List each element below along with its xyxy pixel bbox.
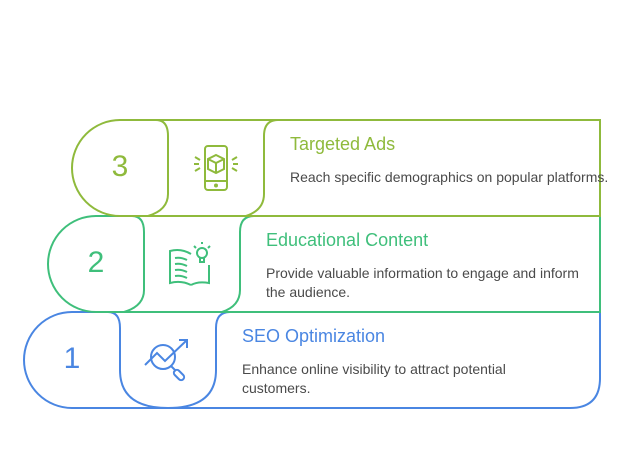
step-number-1: 1 xyxy=(63,342,81,375)
step-description-2: Provide valuable information to engage a… xyxy=(266,265,579,300)
step-description-1: Enhance online visibility to attract pot… xyxy=(242,361,506,396)
band-1-outline xyxy=(23,311,601,410)
step-title-2: Educational Content xyxy=(266,230,429,250)
step-description-3: Reach specific demographics on popular p… xyxy=(290,169,609,185)
book-lightbulb-icon xyxy=(169,242,211,286)
search-trend-icon xyxy=(144,339,188,382)
band-2-outline xyxy=(47,215,601,313)
step-title-1: SEO Optimization xyxy=(242,326,386,346)
step-number-3: 3 xyxy=(111,150,129,183)
step-title-3: Targeted Ads xyxy=(290,134,396,154)
step-number-2: 2 xyxy=(87,246,105,279)
mobile-box-icon xyxy=(194,145,238,191)
band-3-outline xyxy=(71,119,601,217)
